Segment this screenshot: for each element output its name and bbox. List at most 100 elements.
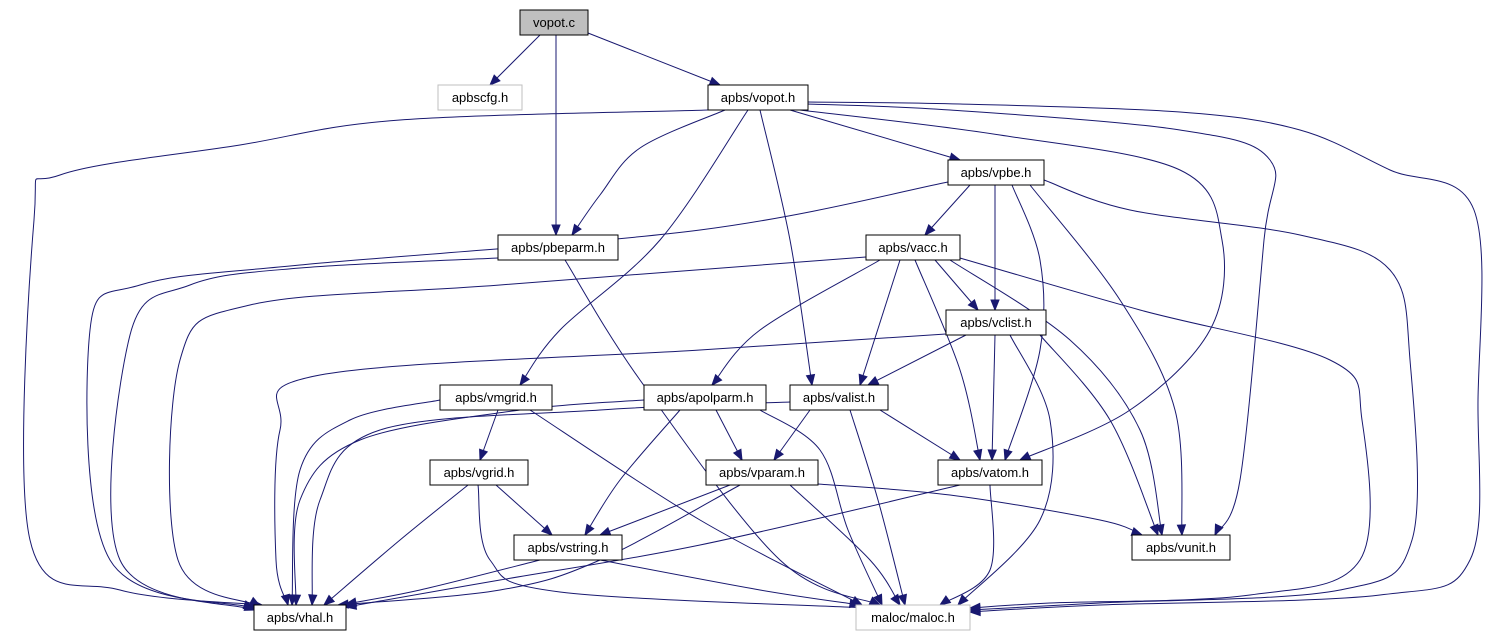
edge-line [859, 259, 901, 386]
edge-apolparm-to-vhal [291, 399, 645, 607]
edge-valist-to-vhal [308, 401, 791, 607]
edge-line [991, 334, 996, 461]
node-box [947, 159, 1045, 186]
edge-vgrid-to-vstring [495, 484, 554, 536]
arrowhead [243, 601, 257, 611]
arrowhead [489, 74, 501, 86]
edge-vpbe-to-vunit [1029, 184, 1187, 537]
arrowhead [308, 594, 318, 607]
edge-apolparm-to-vstring [584, 409, 681, 537]
edge-apolparm-to-maloc [759, 409, 883, 607]
edge-line [599, 559, 861, 606]
edge-line [849, 409, 906, 606]
edge-line [924, 184, 971, 236]
edge-vopot_c-to-pbeparm [551, 35, 561, 237]
node-box [253, 604, 347, 631]
edge-line [323, 484, 469, 606]
node-pbeparm[interactable]: apbs/pbeparm.h [497, 234, 619, 261]
edge-line [759, 109, 813, 386]
node-vatom[interactable]: apbs/vatom.h [937, 459, 1043, 486]
edge-valist-to-maloc [849, 409, 907, 607]
edge-line [759, 409, 883, 606]
edge-line [495, 484, 553, 536]
node-label: apbs/valist.h [803, 390, 875, 405]
node-box [789, 384, 889, 411]
edge-line [867, 334, 967, 386]
node-box [865, 234, 961, 261]
node-label: apbs/vhal.h [267, 610, 334, 625]
edge-vacc-to-vunit [949, 259, 1165, 537]
node-vopot-c[interactable]: vopot.c [519, 9, 589, 36]
node-vpbe[interactable]: apbs/vpbe.h [947, 159, 1045, 186]
arrowhead [968, 602, 981, 613]
edge-vatom-to-maloc [938, 484, 995, 606]
edge-line [519, 109, 749, 386]
edge-vatom-to-vhal [344, 484, 961, 610]
arrowhead [773, 448, 784, 462]
arrowhead [890, 593, 901, 607]
edge-vacc-to-maloc [959, 257, 1371, 613]
arrowhead [973, 448, 983, 462]
node-box [429, 459, 529, 486]
node-vparam[interactable]: apbs/vparam.h [705, 459, 819, 486]
edge-vopot_h-to-vpbe [789, 109, 962, 162]
node-box [707, 84, 809, 111]
node-apolparm[interactable]: apbs/apolparm.h [643, 384, 767, 411]
arrowhead [519, 373, 530, 387]
node-vhal[interactable]: apbs/vhal.h [253, 604, 347, 631]
edge-vclist-to-maloc [957, 334, 1054, 606]
arrowhead [957, 594, 969, 606]
node-vmgrid[interactable]: apbs/vmgrid.h [439, 384, 553, 411]
node-valist[interactable]: apbs/valist.h [789, 384, 889, 411]
edge-vstring-to-vhal [344, 559, 541, 607]
arrowhead [990, 299, 1000, 312]
arrowhead [1149, 523, 1159, 537]
arrowhead [1176, 524, 1187, 537]
node-box [643, 384, 767, 411]
node-box [705, 459, 819, 486]
edge-line [291, 399, 441, 606]
edge-line [789, 484, 901, 606]
edge-line [293, 399, 645, 606]
arrowhead [732, 448, 743, 462]
node-vclist[interactable]: apbs/vclist.h [945, 309, 1047, 336]
edge-line [957, 334, 1054, 606]
arrowhead [551, 224, 561, 237]
node-label: apbs/vpbe.h [961, 165, 1032, 180]
node-vgrid[interactable]: apbs/vgrid.h [429, 459, 529, 486]
edge-line [345, 559, 541, 605]
edge-vacc-to-vclist [934, 259, 979, 312]
edges-layer [23, 32, 1483, 617]
node-label: apbs/vclist.h [960, 315, 1032, 330]
arrowhead [1214, 523, 1224, 537]
arrowhead [938, 595, 952, 606]
arrowhead [708, 76, 722, 86]
edge-apolparm-to-vparam [715, 409, 743, 462]
edge-line [1039, 334, 1159, 536]
node-box [855, 604, 971, 631]
edge-line [949, 259, 1163, 536]
edge-line [959, 257, 1371, 609]
edge-line [529, 409, 863, 606]
node-label: apbs/vmgrid.h [455, 390, 537, 405]
node-box [937, 459, 1043, 486]
node-vstring[interactable]: apbs/vstring.h [513, 534, 623, 561]
node-box [497, 234, 619, 261]
edge-line [489, 34, 541, 86]
node-vacc[interactable]: apbs/vacc.h [865, 234, 961, 261]
edge-line [1029, 184, 1183, 536]
node-label: apbs/vgrid.h [444, 465, 515, 480]
node-label: apbs/vunit.h [1146, 540, 1216, 555]
node-vunit[interactable]: apbs/vunit.h [1131, 534, 1231, 561]
node-vopot-h[interactable]: apbs/vopot.h [707, 84, 809, 111]
arrowhead [1130, 527, 1144, 536]
edge-line [23, 109, 709, 606]
arrowhead [924, 224, 936, 237]
arrowhead [1003, 448, 1013, 462]
node-label: apbs/vatom.h [951, 465, 1029, 480]
node-box [945, 309, 1047, 336]
edge-vclist-to-vunit [1039, 334, 1159, 537]
edge-vclist-to-valist [866, 334, 967, 386]
edge-vclist-to-vatom [987, 334, 997, 462]
